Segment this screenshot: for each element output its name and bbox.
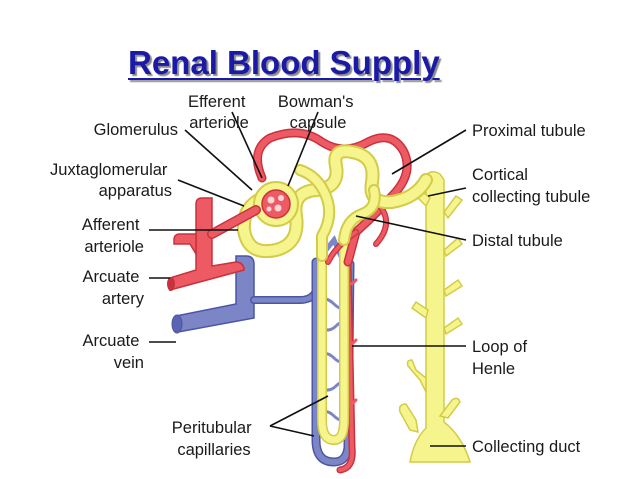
convoluted-tubules: [236, 144, 433, 262]
loop-of-henle: [317, 235, 349, 446]
label-efferent-arteriole-line2: arteriole: [189, 114, 249, 132]
glomerulus: [253, 181, 299, 227]
label-distal-tubule: Distal tubule: [472, 232, 563, 250]
label-afferent-arteriole-line2: arteriole: [84, 238, 144, 256]
label-arcuate-vein-line2: vein: [114, 354, 144, 372]
slide-title: Renal Blood Supply: [128, 44, 440, 81]
label-cortical-collecting-tubule-line2: collecting tubule: [472, 188, 590, 206]
label-glomerulus: Glomerulus: [94, 121, 178, 139]
label-loop-of-henle-line2: Henle: [472, 360, 515, 378]
peritubular-capillaries: [311, 235, 358, 474]
label-juxtaglomerular-apparatus: Juxtaglomerular apparatus: [50, 161, 172, 200]
label-juxtaglomerular-apparatus-line2: apparatus: [99, 182, 172, 200]
arcuate-vein: [171, 255, 326, 334]
label-collecting-duct: Collecting duct: [472, 438, 581, 456]
label-peritubular-capillaries: Peritubular capillaries: [172, 419, 256, 459]
label-peritubular-capillaries-line2: capillaries: [177, 441, 250, 459]
label-efferent-arteriole-line1: Efferent: [188, 93, 246, 111]
label-proximal-tubule: Proximal tubule: [472, 122, 586, 140]
label-efferent-arteriole: Efferent arteriole: [188, 93, 250, 132]
label-arcuate-vein: Arcuate vein: [83, 332, 144, 372]
label-arcuate-artery-line2: artery: [102, 290, 145, 308]
label-cortical-collecting-tubule: Cortical collecting tubule: [472, 166, 590, 206]
label-arcuate-vein-line1: Arcuate: [83, 332, 140, 350]
label-cortical-collecting-tubule-line1: Cortical: [472, 166, 528, 184]
label-juxtaglomerular-apparatus-line1: Juxtaglomerular: [50, 161, 168, 179]
label-loop-of-henle: Loop of Henle: [472, 338, 532, 378]
label-arcuate-artery: Arcuate artery: [83, 268, 145, 308]
label-afferent-arteriole-line1: Afferent: [82, 216, 140, 234]
collecting-duct: [398, 171, 472, 463]
label-loop-of-henle-line1: Loop of: [472, 338, 527, 356]
label-afferent-arteriole: Afferent arteriole: [82, 216, 144, 256]
leader-lines: [149, 111, 467, 447]
label-arcuate-artery-line1: Arcuate: [83, 268, 140, 286]
label-peritubular-capillaries-line1: Peritubular: [172, 419, 252, 437]
label-bowmans-capsule: Bowman's capsule: [278, 93, 358, 132]
label-bowmans-capsule-line2: capsule: [290, 114, 347, 132]
label-bowmans-capsule-line1: Bowman's: [278, 93, 354, 111]
